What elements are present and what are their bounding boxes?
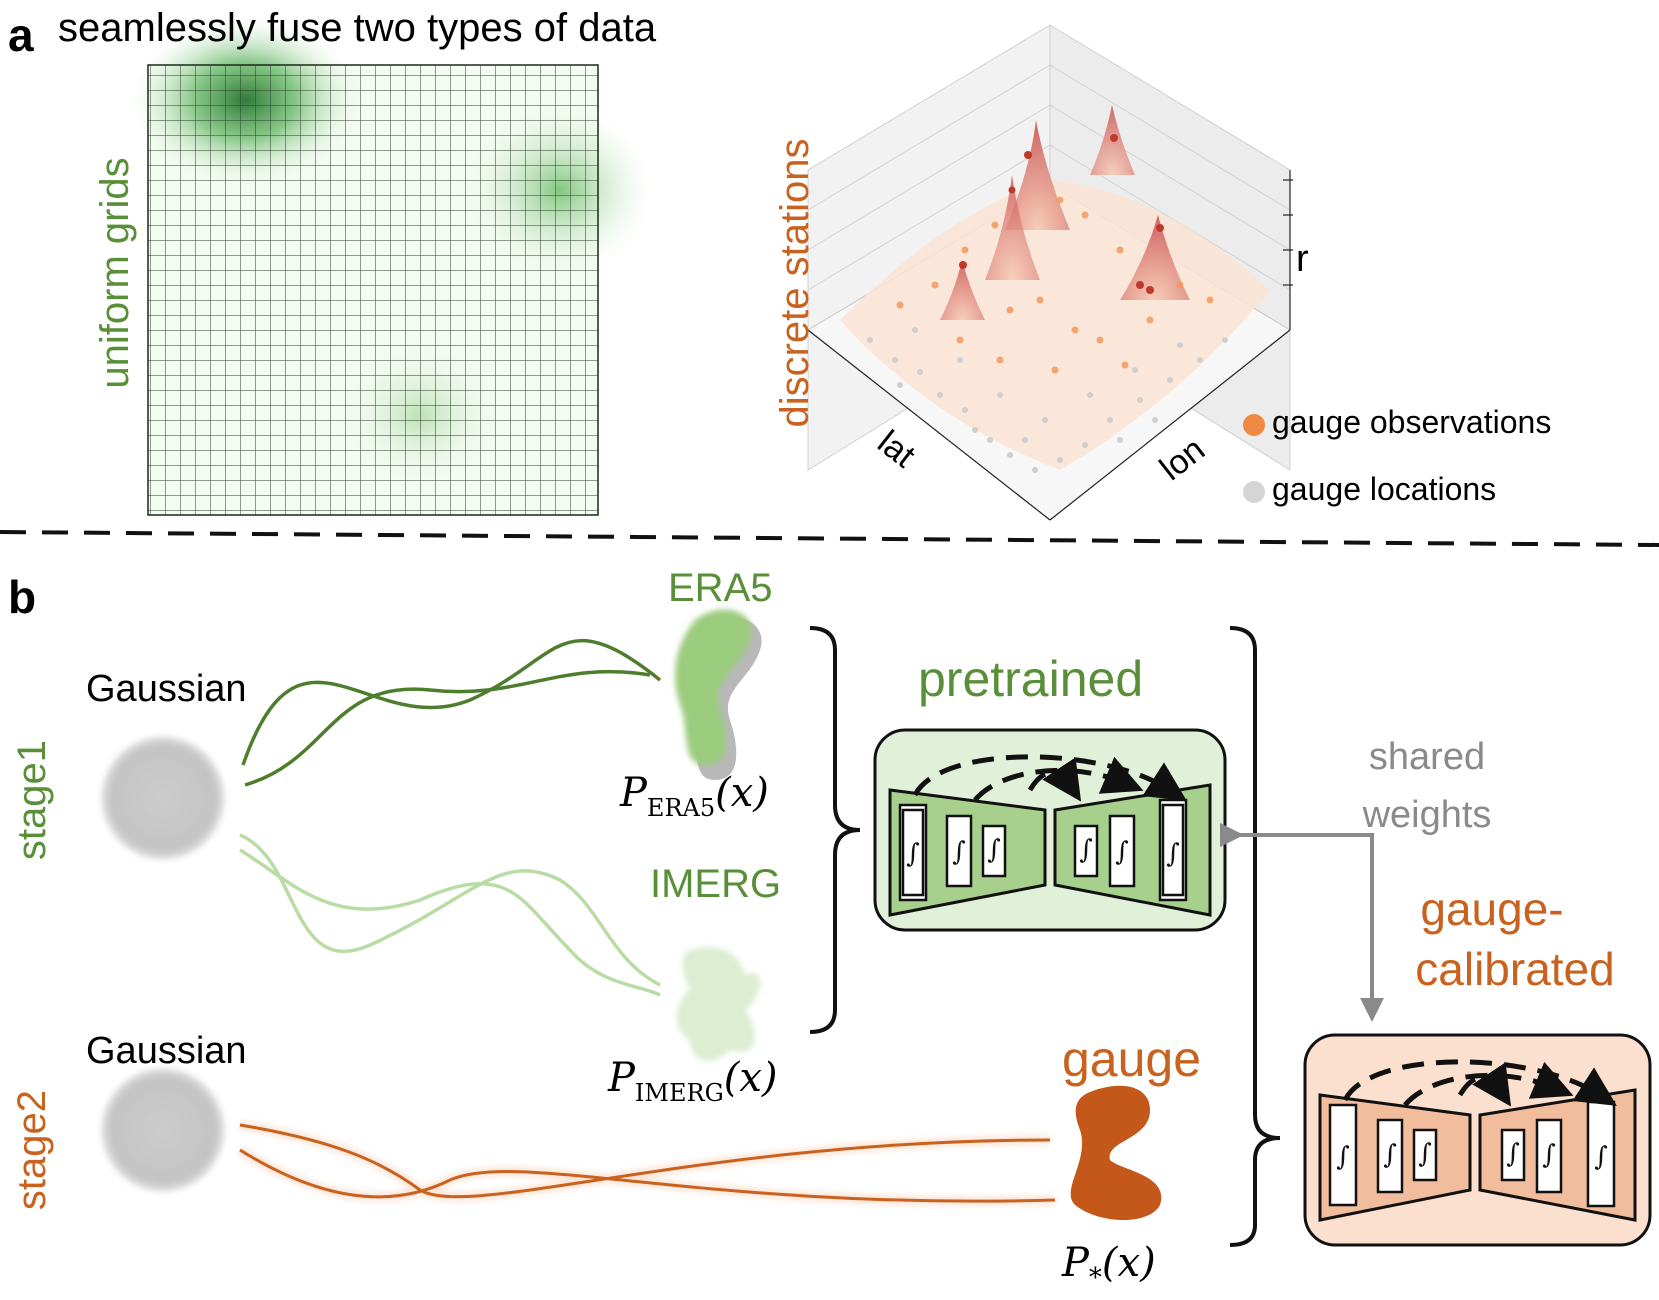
imerg-distribution-shape bbox=[676, 947, 761, 1061]
panel-separator bbox=[0, 530, 1659, 547]
p-era5-symbol: P bbox=[620, 770, 647, 816]
uniform-grids-label: uniform grids bbox=[93, 157, 137, 389]
svg-text:∫: ∫ bbox=[1506, 1139, 1520, 1169]
svg-text:∫: ∫ bbox=[987, 835, 1001, 865]
p-star-subscript: * bbox=[1088, 1263, 1102, 1293]
era5-distribution-shape bbox=[675, 609, 762, 780]
legend-gauge-locations: gauge locations bbox=[1272, 471, 1497, 507]
p-imerg-formula: PIMERG(x) bbox=[608, 1055, 778, 1107]
gauge-locations-marker bbox=[1243, 481, 1265, 503]
p-era5-formula: PERA5(x) bbox=[620, 770, 769, 822]
svg-text:∫: ∫ bbox=[1542, 1140, 1556, 1170]
panel-b-letter: b bbox=[8, 571, 37, 623]
discrete-stations-3d-plot bbox=[807, 24, 1293, 521]
stage1-brackets bbox=[809, 626, 861, 1034]
gauge-trajectories bbox=[237, 1120, 1056, 1206]
gauge-distribution-shape bbox=[1070, 1085, 1162, 1220]
gauge-observations-marker bbox=[1243, 414, 1265, 436]
gaussian-label-stage2: Gaussian bbox=[86, 1030, 247, 1072]
pretrained-model-box: ∫ ∫ ∫ ∫ ∫ ∫ bbox=[873, 728, 1227, 932]
svg-text:∫: ∫ bbox=[952, 837, 966, 867]
svg-text:∫: ∫ bbox=[1383, 1140, 1397, 1170]
panel-a-letter: a bbox=[8, 9, 34, 61]
svg-text:∫: ∫ bbox=[906, 839, 920, 869]
svg-text:∫: ∫ bbox=[1594, 1142, 1608, 1172]
p-imerg-symbol: P bbox=[608, 1055, 635, 1101]
gaussian-ball-stage2 bbox=[101, 1068, 225, 1192]
imerg-label: IMERG bbox=[650, 862, 782, 906]
p-star-formula: P*(x) bbox=[1062, 1240, 1156, 1293]
p-era5-argument: (x) bbox=[715, 770, 769, 816]
era5-label: ERA5 bbox=[668, 566, 773, 610]
shared-weights-arrow bbox=[1220, 823, 1384, 1022]
gauge-calibrated-line2: calibrated bbox=[1415, 943, 1615, 995]
p-star-argument: (x) bbox=[1101, 1240, 1156, 1286]
discrete-stations-label: discrete stations bbox=[773, 138, 817, 428]
stage2-label: stage2 bbox=[10, 1089, 54, 1211]
outer-bracket bbox=[1229, 626, 1281, 1247]
svg-text:∫: ∫ bbox=[1115, 837, 1129, 867]
p-imerg-argument: (x) bbox=[723, 1055, 778, 1101]
gauge-calibrated-line1: gauge- bbox=[1420, 883, 1564, 935]
panel-a-title: seamlessly fuse two types of data bbox=[58, 6, 657, 50]
uniform-grid-heatmap bbox=[130, 15, 655, 516]
pretrained-label: pretrained bbox=[918, 651, 1144, 707]
imerg-trajectories bbox=[239, 833, 661, 997]
gauge-calibrated-model-box: ∫ ∫ ∫ ∫ ∫ ∫ bbox=[1303, 1033, 1652, 1247]
svg-text:∫: ∫ bbox=[1166, 839, 1180, 869]
p-imerg-subscript: IMERG bbox=[634, 1079, 724, 1107]
shared-weights-line2: weights bbox=[1362, 794, 1492, 836]
svg-text:∫: ∫ bbox=[1079, 835, 1093, 865]
svg-text:∫: ∫ bbox=[1336, 1142, 1350, 1172]
svg-text:∫: ∫ bbox=[1418, 1139, 1432, 1169]
p-star-symbol: P bbox=[1062, 1240, 1089, 1286]
gauge-label: gauge bbox=[1062, 1031, 1202, 1087]
legend-gauge-observations: gauge observations bbox=[1272, 404, 1552, 440]
gaussian-ball-stage1 bbox=[101, 736, 225, 860]
gaussian-label-stage1: Gaussian bbox=[86, 668, 247, 710]
shared-weights-line1: shared bbox=[1368, 736, 1486, 778]
r-axis-label: r bbox=[1296, 238, 1309, 280]
p-era5-subscript: ERA5 bbox=[646, 794, 716, 822]
stage1-label: stage1 bbox=[10, 739, 54, 861]
era5-trajectories bbox=[241, 638, 662, 787]
